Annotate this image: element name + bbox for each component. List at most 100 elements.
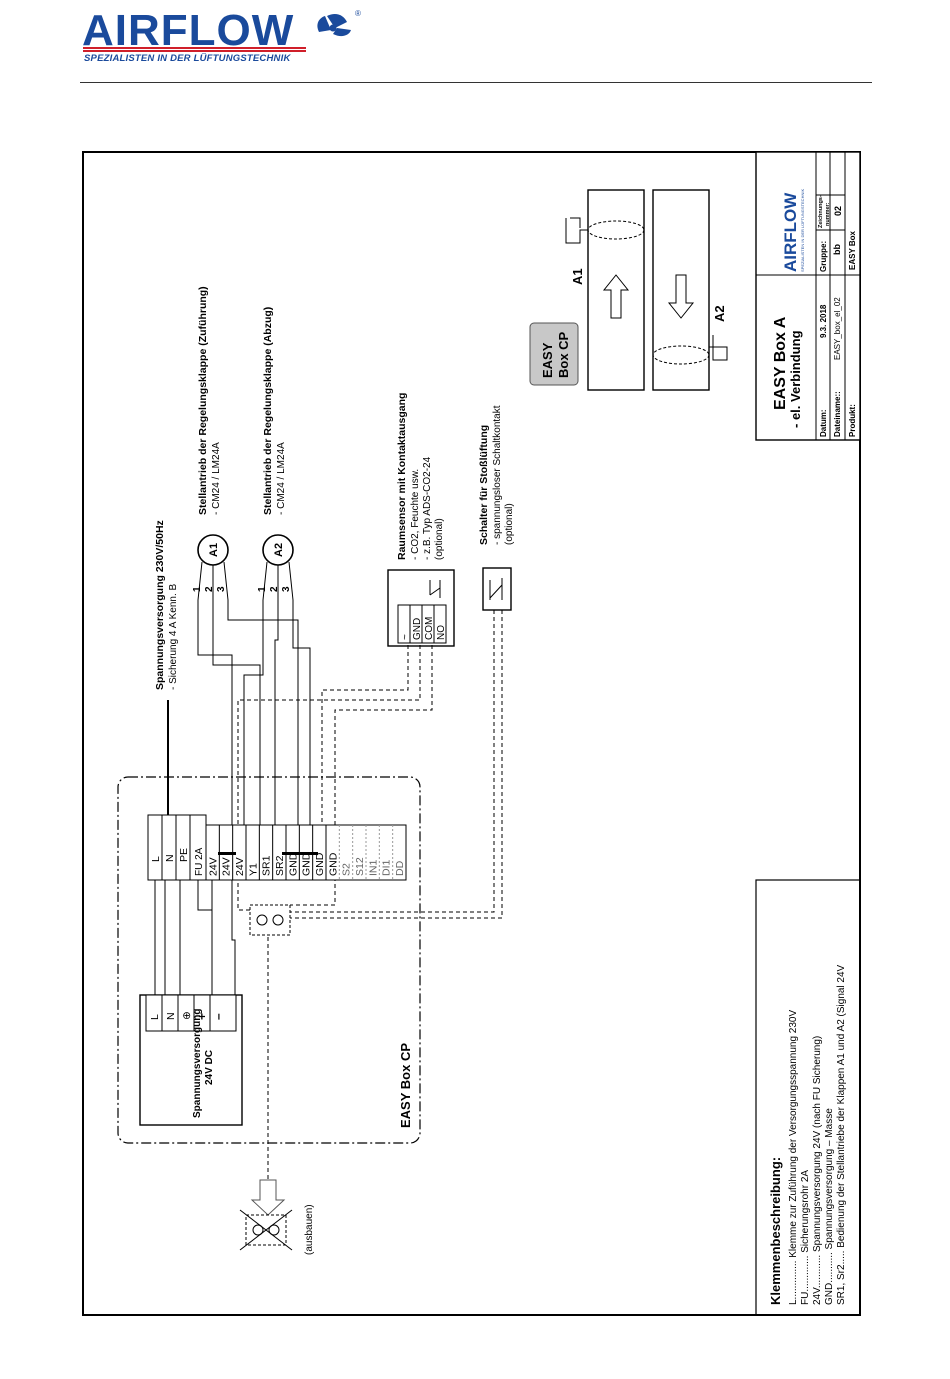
terminal-row-label: 24V xyxy=(234,857,246,876)
legend-line-gnd: GND........... Spannungsversorgung – Mas… xyxy=(824,1108,835,1305)
sensor-line-3: (optional) xyxy=(434,518,445,560)
drawing-frame xyxy=(82,151,861,1316)
tb-tagline: SPEZIALISTEN IN DER LÜFTUNGSTECHNIK xyxy=(800,189,805,272)
brand-tagline: SPEZIALISTEN IN DER LÜFTUNGSTECHNIK xyxy=(84,53,291,64)
legend-line-24v: 24V............ Spannungsversorgung 24V … xyxy=(812,1036,823,1305)
legend-line-l: L.............. Klemme zur Zuführung der… xyxy=(788,1010,799,1305)
registered-mark: ® xyxy=(355,9,361,18)
a1-pin-2: 2 xyxy=(204,586,215,592)
tb-title: EASY Box A xyxy=(772,316,789,410)
a1-title: Stellantrieb der Regelungsklappe (Zuführ… xyxy=(197,286,209,515)
terminal-row-label: S12 xyxy=(354,857,366,876)
sensor-line-1: - CO2, Feuchte usw. xyxy=(410,469,421,560)
terminal-row-label: SR2 xyxy=(274,855,286,876)
sensor-term-gnd: GND xyxy=(412,618,423,640)
terminal-row-label: IN1 xyxy=(367,860,379,877)
easy-box-label: EASY Box CP xyxy=(398,1043,413,1128)
a2-pin-1: 1 xyxy=(257,586,268,592)
sensor-term-com: COM xyxy=(424,617,435,640)
a2-pin-2: 2 xyxy=(269,586,280,592)
term-l: L xyxy=(150,856,162,862)
tb-zeichnung-value: 02 xyxy=(833,206,843,216)
legend-line-fu: FU............. Sicherungsrohr 2A xyxy=(800,1170,811,1305)
term-n: N xyxy=(164,854,176,862)
duct-a1-label: A1 xyxy=(570,268,585,285)
a2-label: A2 xyxy=(273,543,285,557)
power-subtitle: - Sicherung 4 A Kenn. B xyxy=(168,583,179,690)
tb-datum-value: 9.3. 2018 xyxy=(819,304,828,338)
terminal-row-label: GND xyxy=(301,852,313,876)
switch-line-1: - spannungsloser Schaltkontakt xyxy=(492,405,503,545)
header-rule xyxy=(80,82,872,83)
legend-line-sr: SR1, Sr2..... Bedienung der Stellantrieb… xyxy=(836,964,847,1305)
wiring-dashed xyxy=(237,610,503,1180)
tb-dateiname-value: EASY_box_el_02 xyxy=(833,297,842,360)
terminal-row-label: DI1 xyxy=(381,860,393,877)
connector-block xyxy=(249,904,291,936)
terminal-row-label: GND xyxy=(314,852,326,876)
term-pe: PE xyxy=(178,848,190,862)
tb-gruppe-label: Gruppe: xyxy=(819,241,828,272)
terminal-bridge xyxy=(218,852,236,855)
a2-pin-3: 3 xyxy=(281,586,292,592)
brand-logo: AIRFLOW xyxy=(82,6,295,55)
tb-subtitle: - el. Verbindung xyxy=(788,330,803,428)
removed-connector: (ausbauen) xyxy=(239,1179,315,1255)
power-title: Spannungsversorgung 230V/50Hz xyxy=(154,520,166,690)
psu-24v: L N ⊕ + – Spannungsversorgung 24V DC xyxy=(139,994,243,1126)
a1-pin-1: 1 xyxy=(192,586,203,592)
sensor-term-no: NO xyxy=(436,625,447,640)
actuator-a1: Stellantrieb der Regelungsklappe (Zuführ… xyxy=(192,286,229,601)
actuator-a2: Stellantrieb der Regelungsklappe (Abzug)… xyxy=(257,307,294,601)
psu-term-n: N xyxy=(165,1012,177,1020)
a1-pin-3: 3 xyxy=(216,586,227,592)
legend-box: Klemmenbeschreibung: L.............. Kle… xyxy=(755,879,861,1316)
a2-subtitle: - CM24 / LM24A xyxy=(276,442,287,515)
terminal-bridge xyxy=(282,852,318,855)
legend-title: Klemmenbeschreibung: xyxy=(768,1157,783,1305)
tb-produkt-value: EASY Box xyxy=(848,230,857,270)
sensor-term-ac: ~ xyxy=(400,634,411,640)
terminal-row-label: GND xyxy=(327,852,339,876)
switch-line-2: (optional) xyxy=(504,503,515,545)
psu-term-plus: + xyxy=(195,1013,209,1020)
a1-subtitle: - CM24 / LM24A xyxy=(211,442,222,515)
sensor-line-2: - z.B. Typ ADS-CO2-24 xyxy=(422,456,433,560)
title-block: AIRFLOW SPEZIALISTEN IN DER LÜFTUNGSTECH… xyxy=(755,151,861,441)
boost-switch: Schalter für Stoßlüftung - spannungslose… xyxy=(478,405,515,611)
tb-dateiname-label: Dateiname:: xyxy=(833,391,842,437)
terminal-row-label: S2 xyxy=(341,863,353,876)
psu-subtitle: 24V DC xyxy=(204,1050,215,1085)
a2-title: Stellantrieb der Regelungsklappe (Abzug) xyxy=(262,307,274,515)
terminal-row-label: SR1 xyxy=(261,855,273,876)
duct-diagram: EASY Box CP A1 A2 xyxy=(529,189,728,391)
terminal-row-label: 24V xyxy=(221,857,233,876)
tb-zeichnung-label-2: nummer: xyxy=(825,202,831,226)
psu-term-minus: – xyxy=(211,1013,225,1020)
terminal-row-label: DD xyxy=(394,860,406,876)
tb-produkt-label: Produkt: xyxy=(848,404,857,437)
terminal-row-label: 24V xyxy=(207,857,219,876)
tb-datum-label: Datum: xyxy=(819,409,828,437)
tb-gruppe-value: bb xyxy=(832,244,842,255)
logo-stripe xyxy=(83,47,306,52)
unit-line-2: Box CP xyxy=(556,331,571,378)
wiring-solid xyxy=(154,600,311,995)
sensor-title: Raumsensor mit Kontaktausgang xyxy=(396,393,408,560)
fuse-label: FU 2A xyxy=(194,847,205,876)
room-sensor: Raumsensor mit Kontaktausgang - CO2, Feu… xyxy=(387,393,455,647)
fan-logo-icon: ® xyxy=(317,9,361,37)
psu-title: Spannungsversorgung xyxy=(192,1009,203,1118)
tb-zeichnung-label-1: Zeichnungs- xyxy=(818,195,824,228)
terminal-row-label: Y1 xyxy=(247,863,259,876)
switch-title: Schalter für Stoßlüftung xyxy=(478,425,490,545)
remove-note: (ausbauen) xyxy=(304,1204,315,1255)
tb-brand: AIRFLOW xyxy=(781,192,800,272)
a1-label: A1 xyxy=(208,543,220,557)
duct-a2-label: A2 xyxy=(712,305,727,322)
psu-term-l: L xyxy=(149,1014,161,1020)
unit-line-1: EASY xyxy=(540,342,555,378)
page-header: AIRFLOW SPEZIALISTEN IN DER LÜFTUNGSTECH… xyxy=(0,0,950,90)
